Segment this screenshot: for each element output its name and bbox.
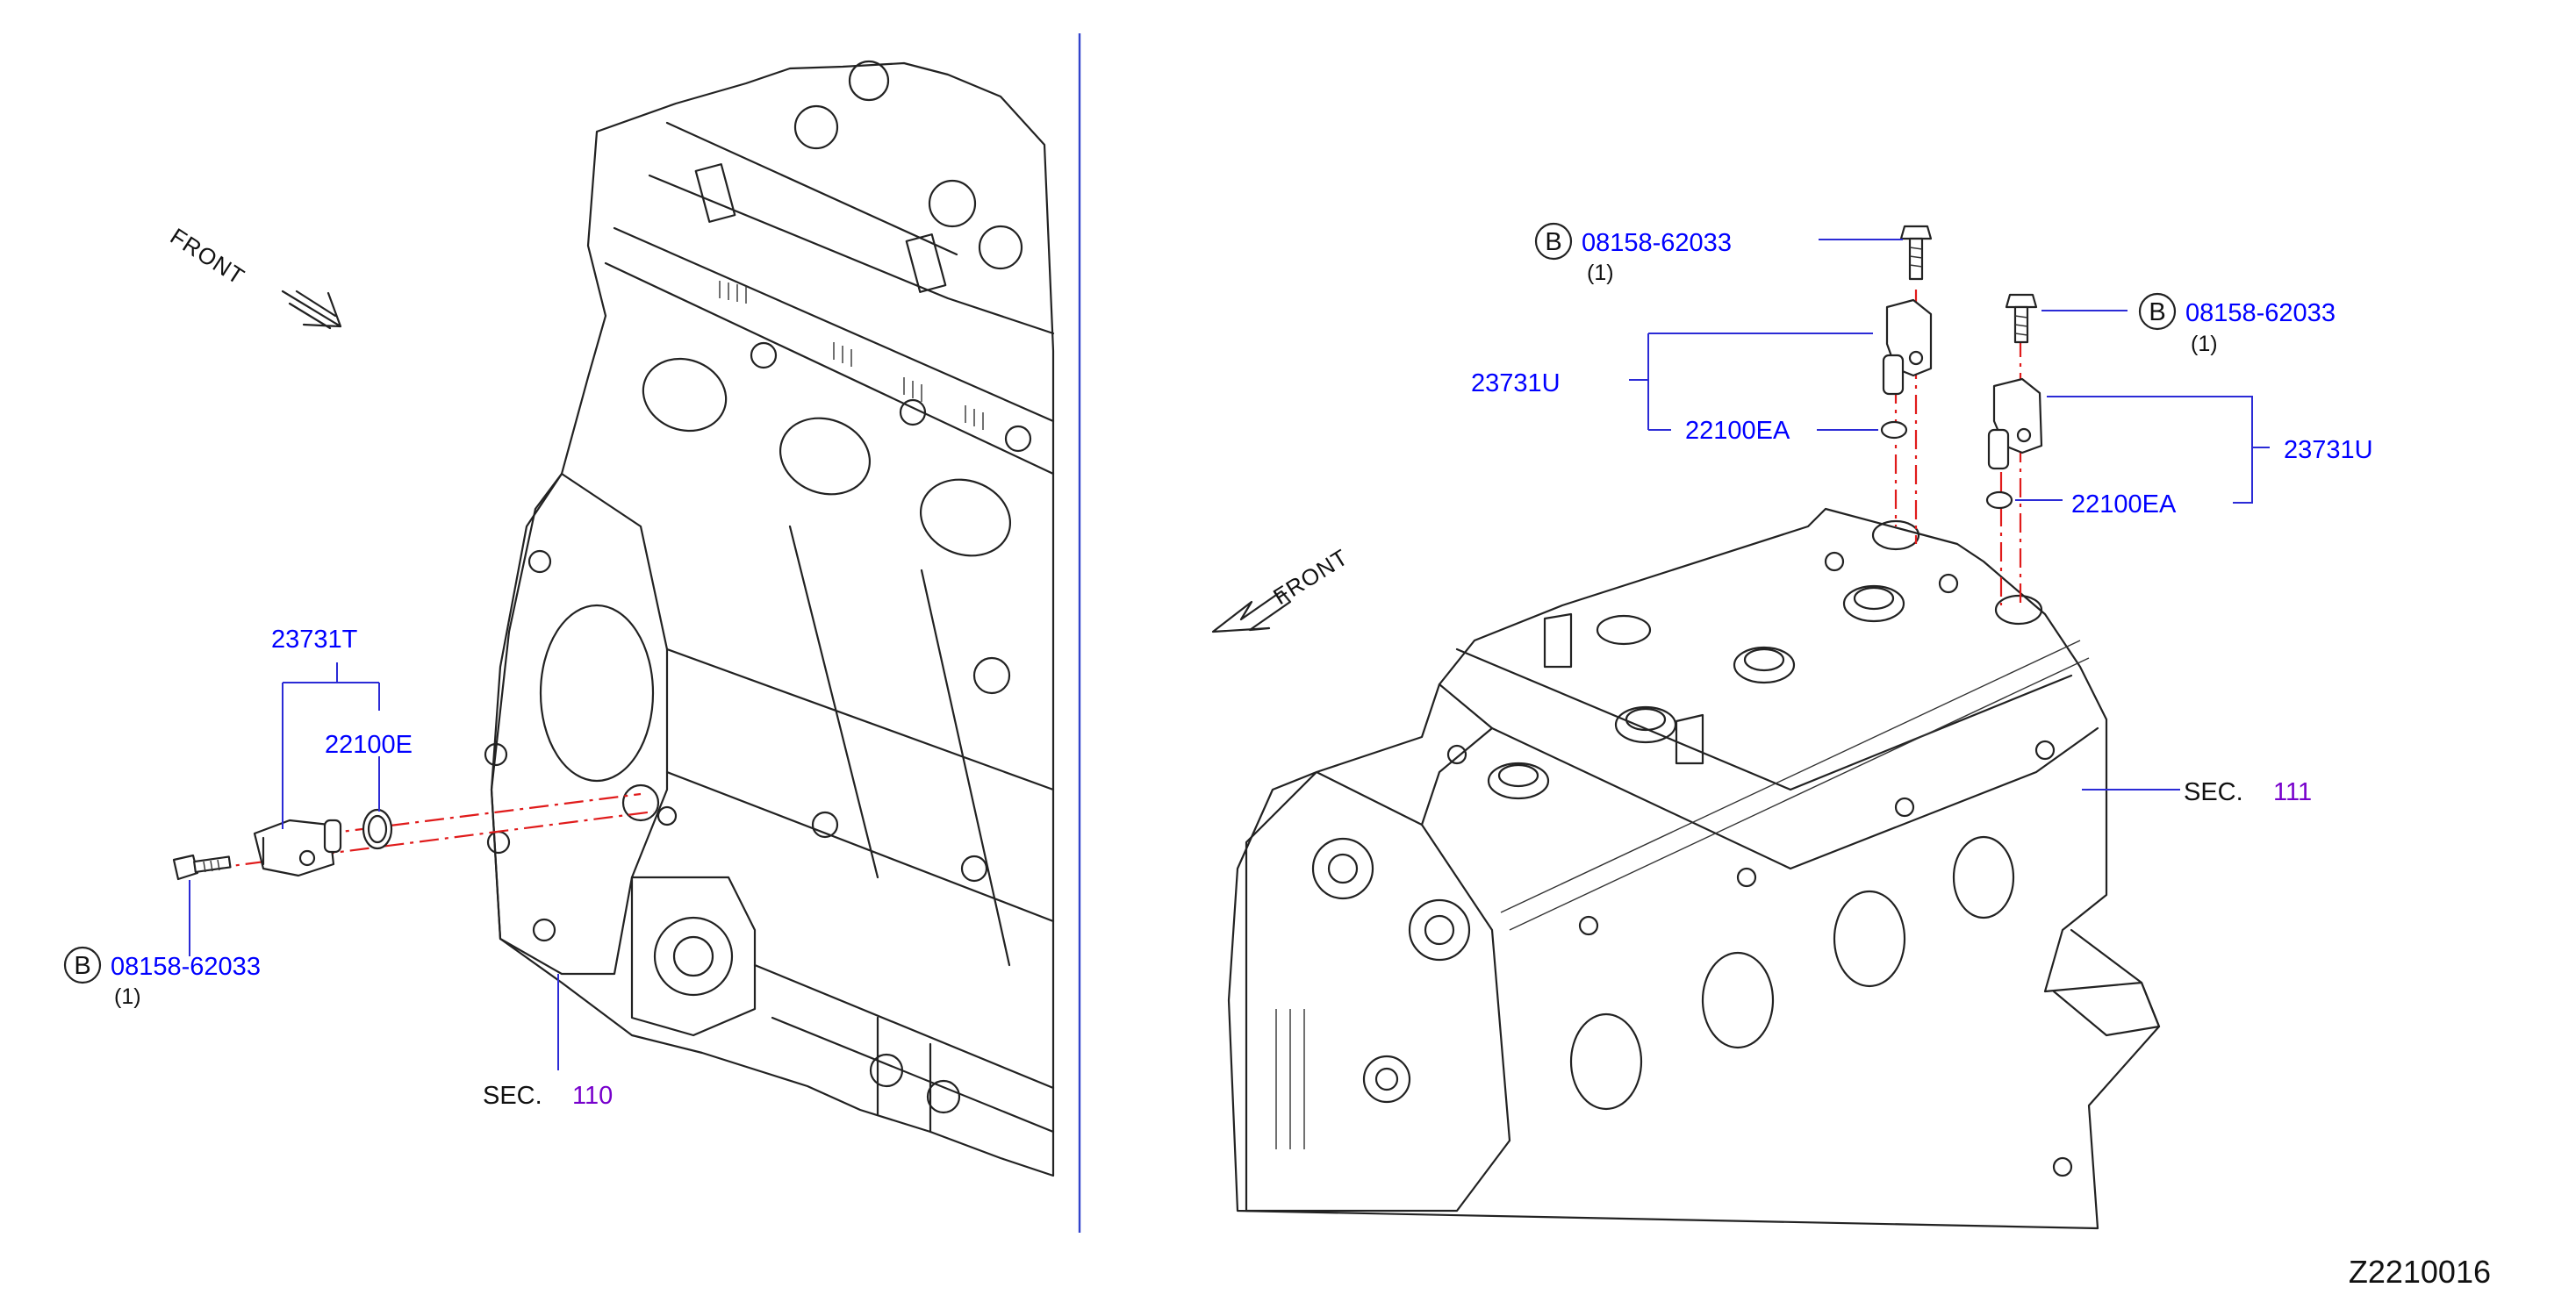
section-number-111: 111	[2273, 778, 2312, 806]
part-label-08158-62033-left: 08158-62033	[111, 953, 261, 981]
part-label-23731U-right: 23731U	[2284, 436, 2373, 464]
engine-head-right	[1227, 507, 2161, 1230]
section-number-110: 110	[572, 1082, 613, 1110]
part-label-08158-62033-right-b: 08158-62033	[2185, 299, 2336, 327]
section-ref-110: SEC. 110	[483, 1082, 613, 1110]
o-ring-seal-left-icon	[362, 808, 393, 850]
camshaft-position-sensor-left-icon	[253, 819, 342, 877]
front-arrow-left-icon	[281, 290, 342, 330]
front-indicator-right: FRONT	[1211, 544, 1353, 633]
leaders-right	[1629, 239, 2270, 790]
sensor-bore-left	[621, 783, 660, 822]
bolt-callout-left: B 08158-62033 (1)	[63, 946, 261, 1009]
section-ref-111: SEC. 111	[2184, 778, 2312, 806]
section-label-left: SEC.	[483, 1082, 542, 1110]
o-ring-seal-right-b-icon	[1985, 490, 2013, 510]
diagram-code: Z2210016	[2349, 1254, 2491, 1290]
o-ring-seal-right-a-icon	[1880, 420, 1908, 440]
sensor-seat-right-a	[1871, 519, 1920, 551]
bolt-circle-letter: B	[74, 952, 90, 980]
front-label-left: FRONT	[166, 223, 250, 290]
quantity-label-right-b: (1)	[2191, 332, 2218, 356]
front-label-right: FRONT	[1268, 544, 1353, 611]
bolt-circle-letter: B	[2149, 298, 2165, 326]
bolt-right-a-icon	[1899, 225, 1933, 281]
bolt-circle-letter: B	[1545, 228, 1561, 256]
part-label-23731T: 23731T	[271, 626, 358, 654]
engine-block-left	[484, 60, 1055, 1177]
bolt-left-icon	[172, 854, 232, 881]
left-view: FRONT	[63, 60, 1055, 1177]
bolt-callout-right-b: B 08158-62033 (1)	[2138, 292, 2336, 356]
front-arrow-right-icon	[1211, 590, 1292, 633]
bolt-circle-icon	[63, 946, 102, 984]
right-view: FRONT	[1211, 222, 2373, 1230]
front-indicator-left: FRONT	[166, 223, 342, 330]
bolt-right-b-icon	[2005, 293, 2038, 344]
part-label-22100E: 22100E	[325, 731, 413, 759]
camshaft-position-sensor-right-b-icon	[1987, 377, 2043, 470]
section-label-right: SEC.	[2184, 778, 2243, 806]
bolt-circle-icon	[1534, 222, 1573, 261]
camshaft-position-sensor-right-a-icon	[1882, 298, 1933, 396]
part-label-23731U-left: 23731U	[1471, 369, 1561, 397]
part-label-08158-62033-right-a: 08158-62033	[1582, 229, 1732, 257]
sensor-seat-right-b	[1994, 594, 2043, 626]
part-label-22100EA-left: 22100EA	[1685, 417, 1790, 445]
bolt-callout-right-a: B 08158-62033 (1)	[1534, 222, 1732, 285]
quantity-label-left: (1)	[114, 984, 141, 1009]
bolt-circle-icon	[2138, 292, 2177, 331]
leaders-left	[189, 662, 559, 1070]
part-label-22100EA-right: 22100EA	[2071, 490, 2177, 519]
quantity-label-right-a: (1)	[1587, 261, 1614, 285]
